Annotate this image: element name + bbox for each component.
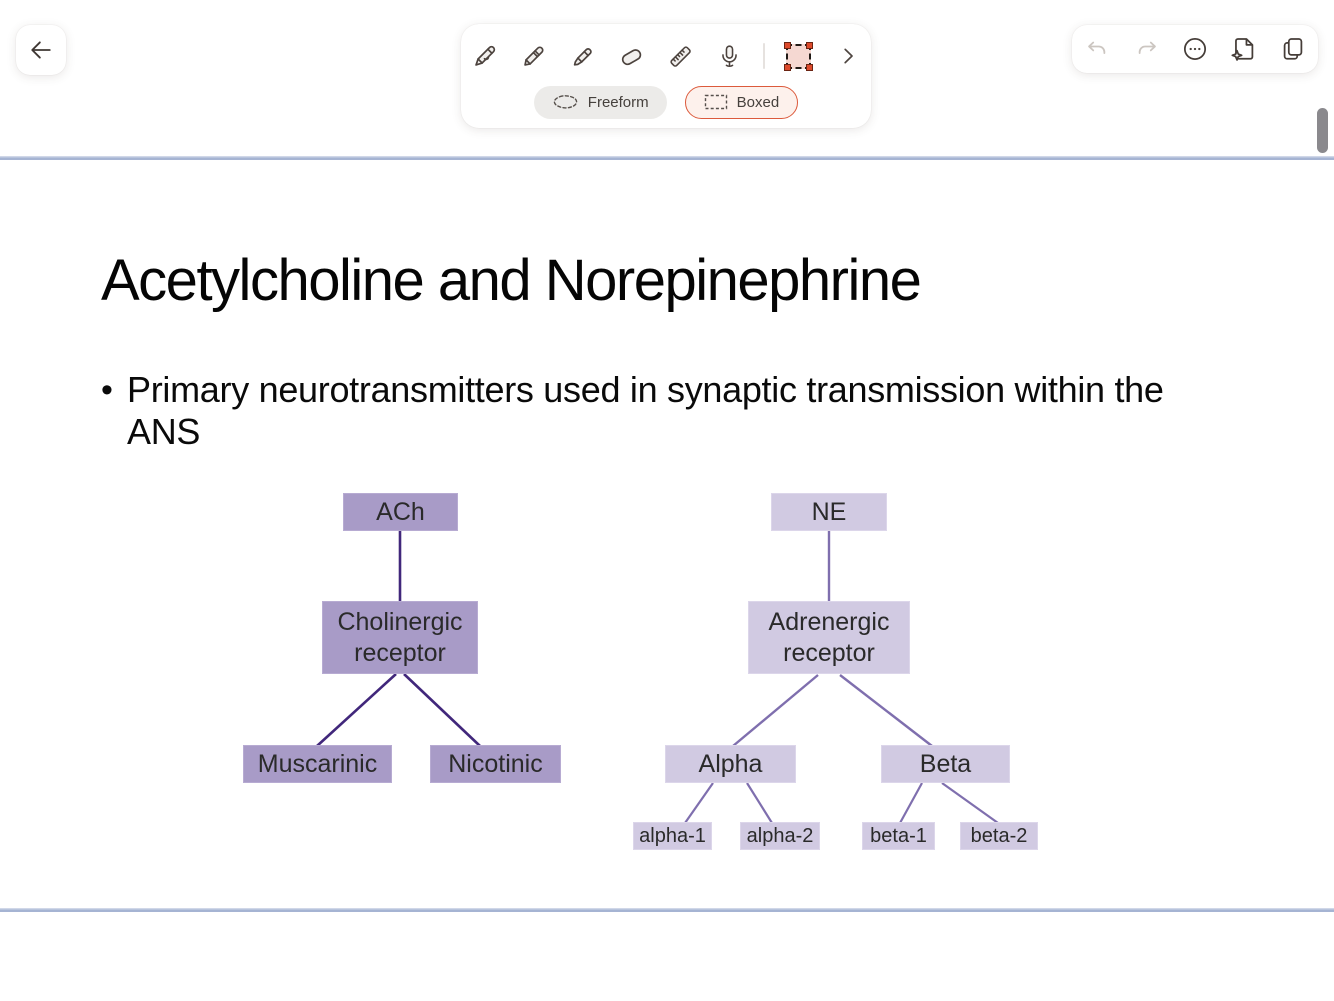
arrow-left-icon: [31, 41, 51, 59]
eraser-tool-button[interactable]: [616, 41, 646, 71]
microphone-tool-button[interactable]: [714, 41, 744, 71]
selection-mode-row: Freeform Boxed: [461, 80, 871, 124]
boxed-rect-icon: [704, 94, 727, 110]
node-beta2: beta-2: [960, 822, 1038, 850]
tool-row: [461, 24, 871, 80]
selection-tool-button[interactable]: [784, 41, 814, 71]
boxed-selection-icon: [784, 41, 814, 71]
bullet-item: • Primary neurotransmitters used in syna…: [101, 369, 1196, 453]
receptor-tree-diagram: ACh Cholinergic receptor Muscarinic Nico…: [230, 485, 1050, 865]
node-adrenergic-receptor: Adrenergic receptor: [748, 601, 910, 674]
boxed-mode-label: Boxed: [736, 93, 780, 111]
bullet-text: Primary neurotransmitters used in synapt…: [127, 369, 1164, 452]
tree-connector-lines: [316, 531, 999, 824]
freeform-mode-label: Freeform: [587, 93, 649, 111]
node-ach: ACh: [343, 493, 458, 531]
page-separator-bottom: [0, 908, 1334, 912]
pen-icon: [474, 45, 495, 66]
ai-document-button[interactable]: [1230, 35, 1258, 63]
eraser-icon: [621, 48, 641, 65]
node-alpha: Alpha: [665, 745, 796, 783]
more-options-button[interactable]: [1181, 35, 1209, 63]
ruler-tool-button[interactable]: [665, 41, 695, 71]
pencil-icon: [523, 45, 544, 66]
drawing-toolbar: Freeform Boxed: [461, 24, 871, 128]
duplicate-button[interactable]: [1279, 35, 1307, 63]
slide-page: Acetylcholine and Norepinephrine • Prima…: [0, 160, 1334, 908]
node-beta: Beta: [881, 745, 1010, 783]
chevron-right-icon: [844, 48, 853, 64]
back-button[interactable]: [16, 25, 66, 75]
ruler-icon: [670, 45, 691, 67]
more-tools-button[interactable]: [833, 41, 863, 71]
node-alpha2: alpha-2: [740, 822, 820, 850]
document-actions-toolbar: [1072, 25, 1318, 73]
highlighter-tool-button[interactable]: [567, 41, 597, 71]
undo-icon: [1087, 41, 1105, 54]
freeform-lasso-icon: [553, 94, 578, 109]
node-cholinergic-receptor: Cholinergic receptor: [322, 601, 478, 674]
document-sparkle-icon: [1231, 38, 1254, 61]
node-muscarinic: Muscarinic: [243, 745, 392, 783]
copy-pages-icon: [1283, 38, 1303, 60]
redo-icon: [1138, 41, 1156, 54]
pencil-tool-button[interactable]: [518, 41, 548, 71]
page-separator-top: [0, 156, 1334, 160]
microphone-icon: [721, 44, 737, 67]
slide-title: Acetylcholine and Norepinephrine: [101, 248, 922, 313]
freeform-mode-button[interactable]: Freeform: [533, 85, 667, 119]
boxed-mode-button[interactable]: Boxed: [684, 85, 799, 119]
node-alpha1: alpha-1: [633, 822, 712, 850]
undo-button[interactable]: [1083, 35, 1111, 63]
ellipsis-circle-icon: [1183, 37, 1207, 61]
node-beta1: beta-1: [862, 822, 935, 850]
bullet-marker: •: [101, 371, 113, 409]
pen-tool-button[interactable]: [469, 41, 499, 71]
redo-button[interactable]: [1132, 35, 1160, 63]
toolbar-divider: [763, 43, 765, 69]
node-nicotinic: Nicotinic: [430, 745, 561, 783]
highlighter-icon: [573, 47, 592, 66]
scrollbar-thumb[interactable]: [1317, 108, 1328, 153]
node-ne: NE: [771, 493, 887, 531]
